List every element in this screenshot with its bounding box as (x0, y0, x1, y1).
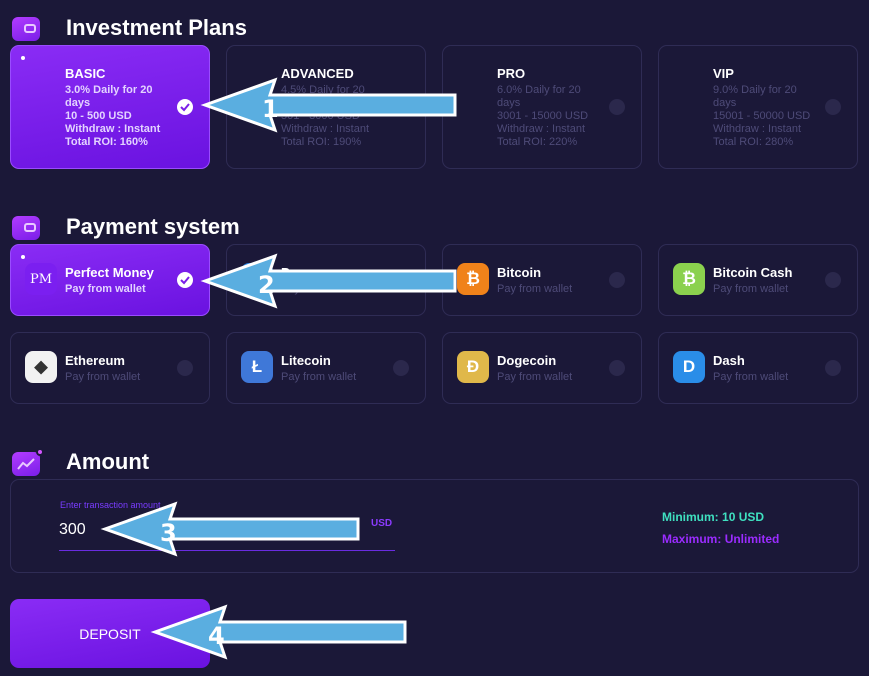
payeer-icon (241, 263, 273, 295)
amount-input[interactable] (59, 516, 359, 544)
payment-name: Dash (713, 353, 745, 368)
radio-button[interactable] (177, 360, 193, 376)
radio-button[interactable] (609, 99, 625, 115)
payment-subtitle: Pay from wallet (65, 283, 146, 295)
amount-underline (59, 550, 395, 551)
amount-panel: Enter transaction amount USD Minimum: 10… (10, 479, 859, 573)
plan-name: VIP (713, 66, 734, 81)
plan-detail: Withdraw : Instant (65, 123, 161, 135)
radio-button[interactable] (609, 360, 625, 376)
payment-subtitle: Pay from wallet (497, 283, 573, 295)
selected-dot (21, 255, 25, 259)
plan-detail: Withdraw : Instant (281, 123, 370, 135)
plan-detail: 6.0% Daily for 20 (497, 84, 581, 96)
annotation-number-4: 4 (208, 622, 225, 650)
ethereum-icon: ◆ (25, 351, 57, 383)
maximum-row: Maximum: Unlimited (662, 532, 779, 546)
maximum-label: Maximum: (662, 532, 722, 546)
payment-name: Litecoin (281, 353, 331, 368)
plan-detail: 9.0% Daily for 20 (713, 84, 797, 96)
payment-name: Bitcoin Cash (713, 265, 793, 280)
plan-name: PRO (497, 66, 526, 81)
minimum-row: Minimum: 10 USD (662, 510, 764, 524)
radio-button[interactable] (393, 272, 409, 288)
radio-button[interactable] (609, 272, 625, 288)
radio-button[interactable] (825, 360, 841, 376)
chart-icon (12, 448, 44, 476)
payment-subtitle: Pay from wallet (497, 371, 573, 383)
radio-button[interactable] (393, 99, 409, 115)
radio-button[interactable] (825, 99, 841, 115)
plan-detail: Total ROI: 160% (65, 136, 148, 148)
payment-name: Bitcoin (497, 265, 542, 280)
payment-name: Ethereum (65, 353, 125, 368)
plan-detail: Withdraw : Instant (713, 123, 802, 135)
payment-title: Payment system (66, 214, 240, 239)
check-icon (177, 99, 193, 115)
wallet-icon (12, 17, 40, 41)
payment-name: Payeer (281, 265, 324, 280)
currency-label: USD (371, 518, 393, 529)
plan-detail: 10 - 500 USD (65, 110, 132, 122)
plan-name: BASIC (65, 66, 106, 81)
plan-detail: Total ROI: 220% (497, 136, 578, 148)
minimum-value: 10 USD (722, 510, 765, 524)
dogecoin-icon: Ð (457, 351, 489, 383)
dash-icon: D (673, 351, 705, 383)
payment-subtitle: Pay from wallet (713, 371, 789, 383)
minimum-label: Minimum: (662, 510, 719, 524)
plan-detail: 501 - 3000 USD (281, 110, 360, 122)
plan-detail: 4.5% Daily for 20 (281, 84, 365, 96)
bitcoin-icon: ₿ (457, 263, 489, 295)
plan-name: ADVANCED (281, 66, 354, 81)
radio-button[interactable] (393, 360, 409, 376)
plan-detail: Total ROI: 190% (281, 136, 362, 148)
plan-detail: 15001 - 50000 USD (713, 110, 811, 122)
plan-detail: days (65, 97, 91, 109)
maximum-value: Unlimited (724, 532, 780, 546)
plan-detail: Total ROI: 280% (713, 136, 794, 148)
perfect-money-icon: PM (25, 263, 57, 295)
plan-detail: 3.0% Daily for 20 (65, 84, 153, 96)
check-icon (177, 272, 193, 288)
wallet-icon (12, 216, 40, 240)
plan-detail: days (497, 97, 521, 109)
deposit-button[interactable]: DEPOSIT (10, 599, 210, 668)
payment-name: Dogecoin (497, 353, 557, 368)
payment-subtitle: Pay from wallet (281, 371, 357, 383)
plan-detail: days (713, 97, 737, 109)
radio-button[interactable] (825, 272, 841, 288)
bitcoin-cash-icon: ₿ (673, 263, 705, 295)
payment-subtitle: Pay from wallet (65, 371, 141, 383)
payment-subtitle: Pay from wallet (713, 283, 789, 295)
plans-title: Investment Plans (66, 15, 247, 40)
amount-label: Enter transaction amount (60, 500, 161, 510)
litecoin-icon: Ł (241, 351, 273, 383)
payment-name: Perfect Money (65, 265, 154, 280)
plan-detail: Withdraw : Instant (497, 123, 586, 135)
plan-detail: 3001 - 15000 USD (497, 110, 589, 122)
selected-dot (21, 56, 25, 60)
payment-subtitle: Pay from wallet (281, 283, 357, 295)
amount-title: Amount (66, 449, 150, 474)
